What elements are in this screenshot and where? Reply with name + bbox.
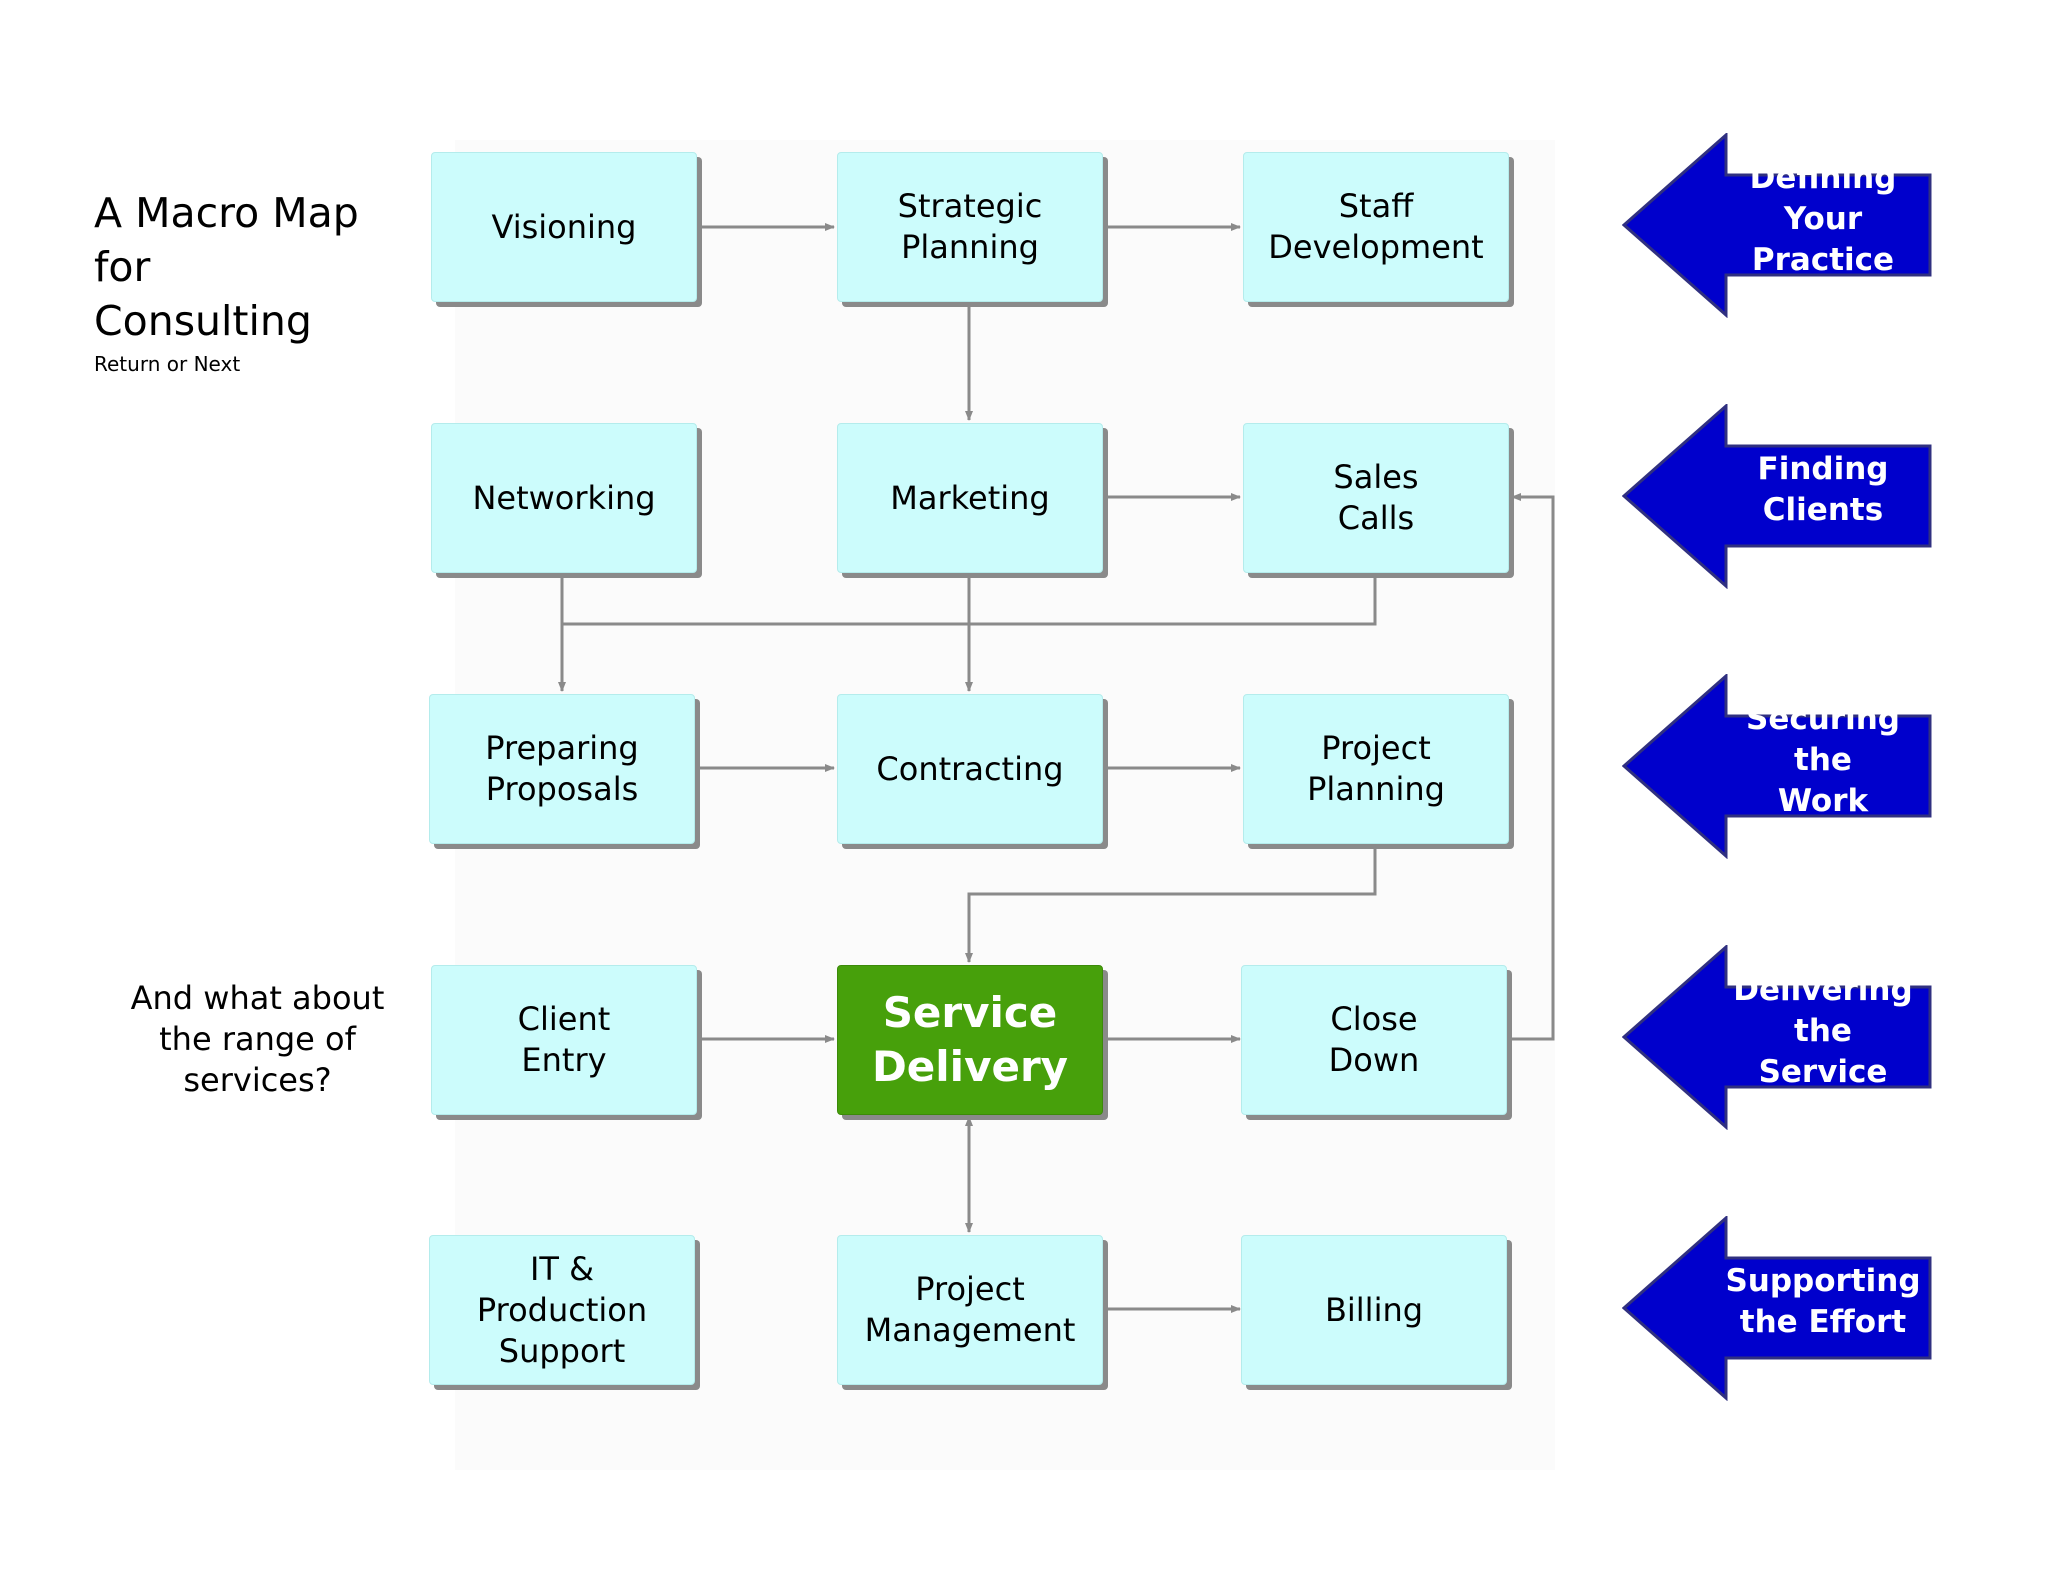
left-arrow-icon xyxy=(1622,1216,1932,1401)
box-preparing-proposals[interactable]: Preparing Proposals xyxy=(429,694,695,844)
phase-label: Defining Your Practice xyxy=(1749,159,1897,278)
phase-arrow-delivering-service[interactable]: Delivering the Service xyxy=(1622,945,1932,1130)
box-project-planning[interactable]: Project Planning xyxy=(1243,694,1509,844)
title-block: A Macro Map for Consulting Return or Nex… xyxy=(94,186,414,376)
nav-links: Return or Next xyxy=(94,352,414,376)
phase-arrow-finding-clients[interactable]: Finding Clients xyxy=(1622,404,1932,589)
box-billing[interactable]: Billing xyxy=(1241,1235,1507,1385)
box-staff-development[interactable]: Staff Development xyxy=(1243,152,1509,302)
connector-close-down-sales xyxy=(1509,493,1555,1041)
phase-label: Securing the Work xyxy=(1746,700,1900,819)
box-strategic-planning[interactable]: Strategic Planning xyxy=(837,152,1103,302)
box-close-down[interactable]: Close Down xyxy=(1241,965,1507,1115)
box-networking[interactable]: Networking xyxy=(431,423,697,573)
left-arrow-icon xyxy=(1622,133,1932,318)
left-arrow-icon xyxy=(1622,674,1932,859)
phase-label: Supporting the Effort xyxy=(1725,1263,1921,1340)
left-arrow-icon xyxy=(1622,945,1932,1130)
phase-label: Finding Clients xyxy=(1757,451,1889,528)
phase-arrow-defining-practice[interactable]: Defining Your Practice xyxy=(1622,133,1932,318)
page-title: A Macro Map for Consulting xyxy=(94,189,359,345)
phase-arrow-securing-work[interactable]: Securing the Work xyxy=(1622,674,1932,859)
left-arrow-icon xyxy=(1622,404,1932,589)
services-question: And what about the range of services? xyxy=(130,979,385,1099)
box-service-delivery[interactable]: Service Delivery xyxy=(837,965,1103,1115)
box-sales-calls[interactable]: Sales Calls xyxy=(1243,423,1509,573)
next-link[interactable]: Next xyxy=(193,352,241,376)
return-link[interactable]: Return xyxy=(94,352,161,376)
connector-sales-merge xyxy=(562,574,1377,626)
connector-project-planning-delivery xyxy=(965,845,1377,963)
phase-arrow-supporting-effort[interactable]: Supporting the Effort xyxy=(1622,1216,1932,1401)
box-it-production-support[interactable]: IT & Production Support xyxy=(429,1235,695,1385)
phase-label: Delivering the Service xyxy=(1733,971,1913,1090)
nav-separator: or xyxy=(166,352,188,376)
box-client-entry[interactable]: Client Entry xyxy=(431,965,697,1115)
box-visioning[interactable]: Visioning xyxy=(431,152,697,302)
box-project-management[interactable]: Project Management xyxy=(837,1235,1103,1385)
box-marketing[interactable]: Marketing xyxy=(837,423,1103,573)
box-contracting[interactable]: Contracting xyxy=(837,694,1103,844)
